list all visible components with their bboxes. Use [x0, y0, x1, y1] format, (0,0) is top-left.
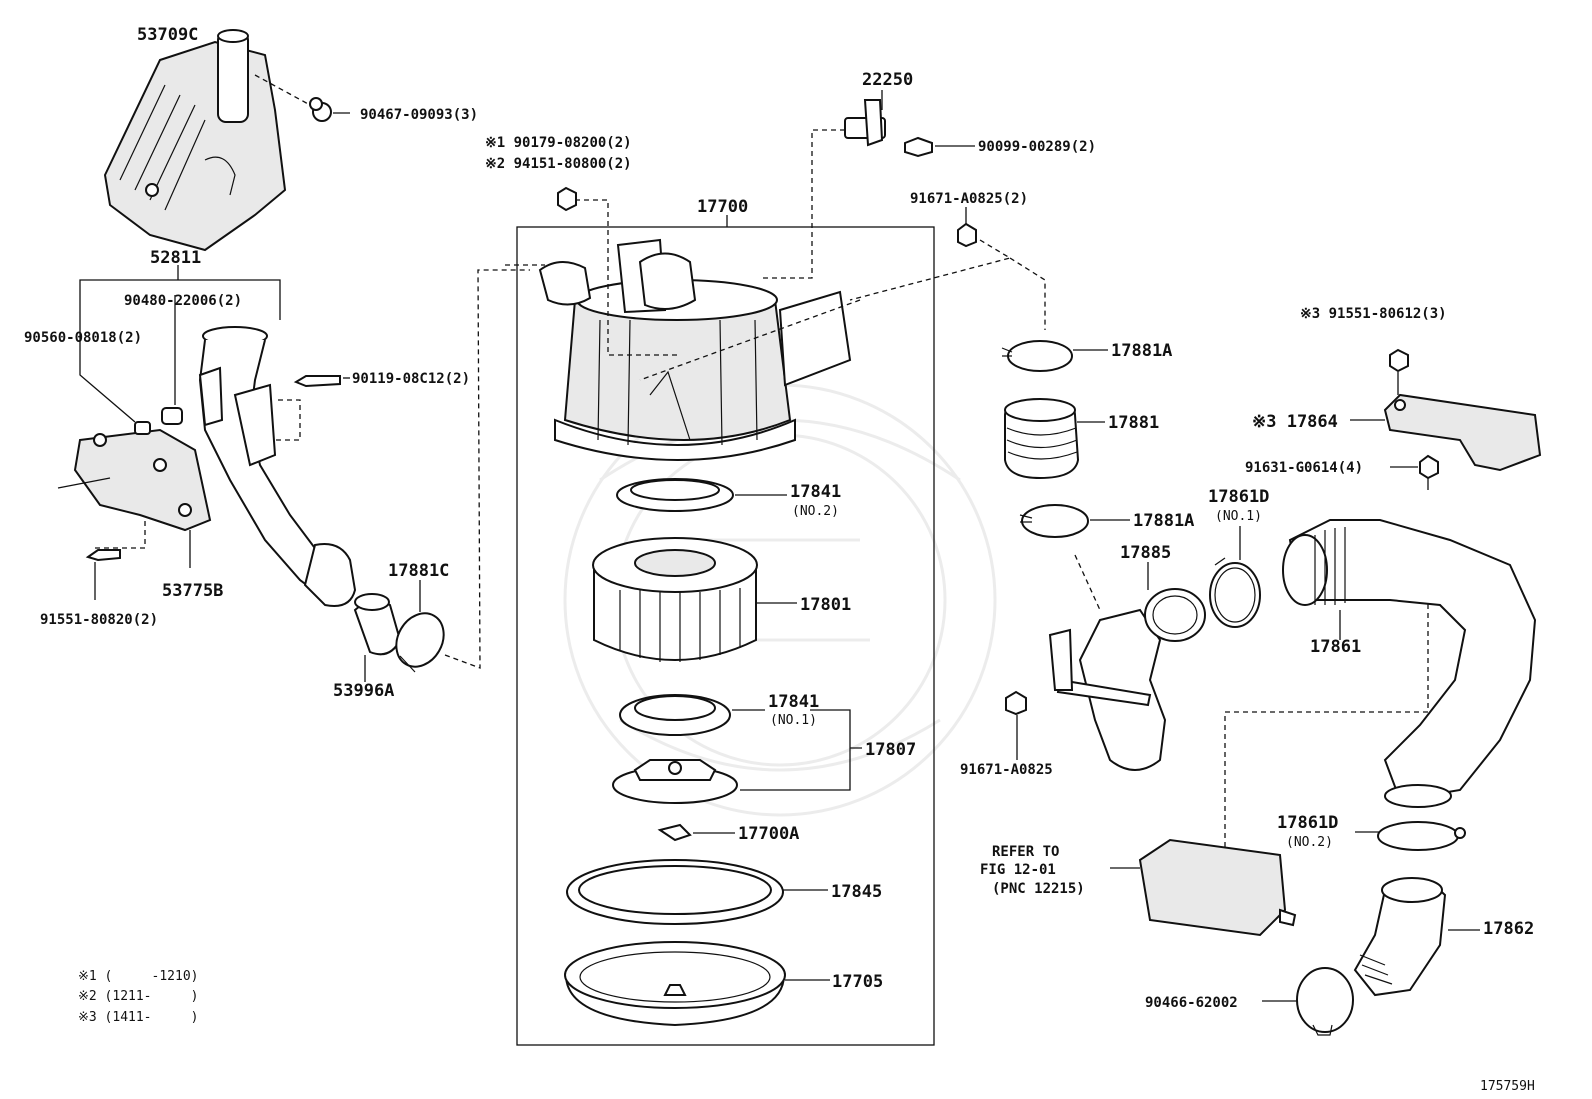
bolt-91551-80612	[1389, 348, 1409, 373]
label-17881c: 17881C	[388, 561, 449, 581]
label-53709c: 53709C	[137, 25, 198, 45]
bolt-91671-a0825	[1005, 690, 1027, 716]
resonator-reference	[1138, 838, 1297, 937]
label-90099: 90099-00289(2)	[978, 139, 1096, 155]
clamp-90466	[1296, 967, 1354, 1036]
airflow-sensor-22250	[844, 99, 886, 147]
nut-90179	[557, 186, 577, 212]
bracket-53775b	[57, 428, 212, 532]
label-17861: 17861	[1310, 637, 1361, 657]
label-17700: 17700	[697, 197, 748, 217]
label-52811: 52811	[150, 248, 201, 268]
clamp-17861d-no2	[1377, 821, 1466, 851]
label-90467: 90467-09093(3)	[360, 107, 478, 123]
label-17861d-no2: 17861D	[1277, 813, 1338, 833]
hose-17881	[1004, 398, 1080, 480]
label-90466: 90466-62002	[1145, 995, 1238, 1011]
label-91551-80612: ※3 91551-80612(3)	[1300, 306, 1447, 322]
cap-17705	[564, 941, 786, 1027]
label-90480: 90480-22006(2)	[124, 293, 242, 309]
label-17864: ※3 17864	[1252, 412, 1338, 432]
label-17841-no2-sub: (NO.2)	[792, 504, 839, 519]
label-17881a-upper: 17881A	[1111, 341, 1172, 361]
bolt-91551-80820	[85, 549, 121, 562]
label-17861d-no1-sub: (NO.1)	[1215, 509, 1262, 524]
bolt-91631-g0614	[1419, 454, 1439, 480]
label-90179: ※1 90179-08200(2)	[485, 135, 632, 151]
hose-17861	[1282, 519, 1537, 808]
label-22250: 22250	[862, 70, 913, 90]
label-91671-a0825-2: 91671-A0825(2)	[910, 191, 1028, 207]
air-pipe-52811	[198, 326, 357, 607]
refer-line-3: (PNC 12215)	[992, 881, 1085, 897]
label-17801: 17801	[800, 595, 851, 615]
label-17881a-lower: 17881A	[1133, 511, 1194, 531]
label-17881: 17881	[1108, 413, 1159, 433]
label-53996a: 53996A	[333, 681, 394, 701]
seal-17841-no2	[616, 478, 734, 512]
screw-90467	[309, 97, 332, 122]
label-17705: 17705	[832, 972, 883, 992]
seal-17841-no1	[619, 694, 731, 736]
bracket-17864	[1383, 393, 1542, 472]
gasket-17845	[566, 859, 784, 925]
note-1: ※1 ( -1210)	[78, 969, 198, 984]
screw-90099	[904, 136, 933, 158]
label-17885: 17885	[1120, 543, 1171, 563]
sleeve-53996a	[353, 593, 402, 656]
note-3: ※3 (1411- )	[78, 1010, 198, 1025]
clamp-17881c	[395, 612, 445, 673]
label-17807: 17807	[865, 740, 916, 760]
assembly-box-17700	[516, 226, 935, 1046]
nut-90560	[134, 407, 183, 435]
label-53775b: 53775B	[162, 581, 223, 601]
label-17841-no2: 17841	[790, 482, 841, 502]
label-91551-80820: 91551-80820(2)	[40, 612, 158, 628]
note-2: ※2 (1211- )	[78, 989, 198, 1004]
clip-17700a	[657, 823, 692, 842]
hose-17862	[1353, 877, 1447, 997]
label-17861d-no2-sub: (NO.2)	[1286, 835, 1333, 850]
wing-nut-17807	[612, 759, 738, 804]
label-17841-no1: 17841	[768, 692, 819, 712]
bolt-90119	[293, 375, 341, 388]
label-17700a: 17700A	[738, 824, 799, 844]
clamp-17881a-lower	[1019, 504, 1089, 538]
label-17845: 17845	[831, 882, 882, 902]
label-91671-a0825: 91671-A0825	[960, 762, 1053, 778]
clamp-17861d-no1	[1209, 557, 1261, 628]
hose-17885	[1048, 588, 1206, 771]
bolt-91671-a0825-2	[957, 222, 977, 248]
air-cleaner-case-17700	[538, 238, 852, 461]
label-90119: 90119-08C12(2)	[352, 371, 470, 387]
refer-line-1: REFER TO	[992, 844, 1059, 860]
clamp-17881a-upper	[1001, 340, 1073, 372]
air-filter-element-17801	[592, 537, 758, 662]
label-90560: 90560-08018(2)	[24, 330, 142, 346]
label-17841-no1-sub: (NO.1)	[770, 713, 817, 728]
label-17862: 17862	[1483, 919, 1534, 939]
label-94151: ※2 94151-80800(2)	[485, 156, 632, 172]
label-91631: 91631-G0614(4)	[1245, 460, 1363, 476]
refer-line-2: FIG 12-01	[980, 862, 1056, 878]
diagram-id: 175759H	[1480, 1079, 1535, 1094]
label-17861d-no1: 17861D	[1208, 487, 1269, 507]
air-duct-cover-53709c	[103, 29, 287, 252]
